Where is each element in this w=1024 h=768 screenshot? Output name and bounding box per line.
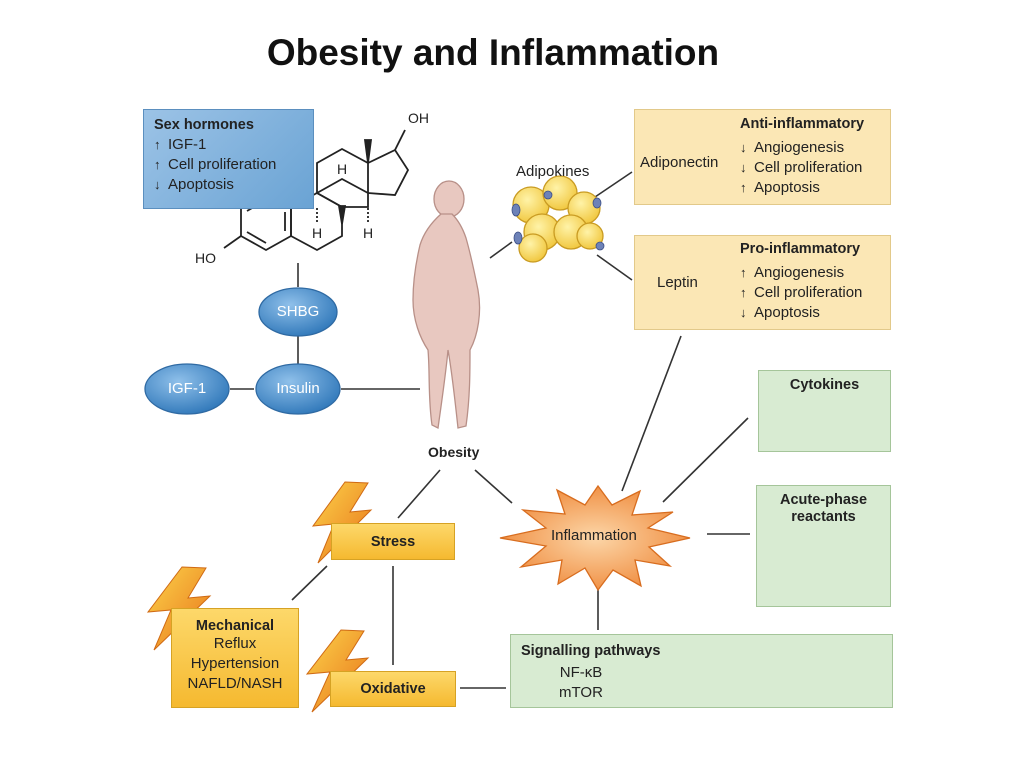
down-arrow-icon: ↓ (740, 140, 747, 155)
signalling-item: mTOR (559, 684, 603, 701)
pro-item-text: Cell proliferation (754, 284, 863, 301)
down-arrow-icon: ↓ (154, 177, 161, 192)
up-arrow-icon: ↑ (740, 285, 747, 300)
signalling-list: NF-κB mTOR (521, 663, 641, 703)
leptin-label: Leptin (657, 274, 698, 291)
mechanical-item: NAFLD/NASH (187, 675, 283, 692)
up-arrow-icon: ↑ (740, 265, 747, 280)
anti-item: ↓ Cell proliferation (740, 158, 862, 178)
stress-label: Stress (370, 533, 416, 550)
mechanical-header: Mechanical (195, 618, 275, 634)
adiponectin-label: Adiponectin (640, 154, 719, 171)
steroid-structure (223, 129, 410, 252)
steroid-ho-label: HO (195, 250, 216, 266)
pro-item: ↓ Apoptosis (740, 303, 862, 323)
pro-inflammatory-list: ↑ Angiogenesis ↑ Cell proliferation ↓ Apopt… (740, 263, 862, 323)
oval-insulin (255, 363, 341, 415)
adipokines-label: Adipokines (516, 163, 590, 180)
igf1-label: IGF-1 (167, 380, 207, 397)
sex-hormones-header: Sex hormones (154, 117, 254, 133)
line-stress-mechanical (291, 565, 328, 601)
anti-inflammatory-header: Anti-inflammatory (740, 116, 865, 132)
signalling-header: Signalling pathways (521, 643, 661, 659)
steroid-oh-label: OH (408, 110, 429, 126)
pro-item: ↑ Angiogenesis (740, 263, 862, 283)
adipocyte-nuclei (511, 190, 605, 251)
anti-inflammatory-box: Anti-inflammatory Adiponectin ↓ Angiogene… (634, 109, 891, 205)
stress-box: Stress (331, 523, 455, 560)
adipocyte-cluster (512, 175, 604, 263)
acute-phase-header-line2: reactants (791, 509, 856, 525)
signalling-pathways-box: Signalling pathways NF-κB mTOR (510, 634, 893, 708)
down-arrow-icon: ↓ (740, 305, 747, 320)
signalling-item: NF-κB (559, 664, 603, 681)
acute-phase-header: Acute-phase reactants (757, 492, 890, 526)
pro-inflammatory-header: Pro-inflammatory (740, 241, 861, 257)
sex-hormones-box: Sex hormones ↑IGF-1 ↑Cell proliferation … (143, 109, 314, 209)
anti-item-text: Cell proliferation (754, 159, 863, 176)
oxidative-label: Oxidative (360, 681, 426, 697)
anti-item: ↓ Angiogenesis (740, 138, 862, 158)
pro-inflammatory-box: Pro-inflammatory Leptin ↑ Angiogenesis ↑ C… (634, 235, 891, 330)
inflammation-label: Inflammation (551, 527, 637, 544)
oval-igf1 (144, 363, 230, 415)
steroid-h-label: H (337, 161, 348, 177)
obesity-label: Obesity (428, 444, 480, 460)
sex-hormones-item-text: IGF-1 (168, 136, 207, 153)
sex-hormones-item: ↓ Apoptosis (154, 175, 303, 195)
line-adipo-pro (596, 254, 633, 281)
insulin-label: Insulin (276, 380, 320, 397)
line-adipo-anti (594, 171, 633, 198)
anti-item-text: Apoptosis (754, 179, 820, 196)
anti-item: ↑ Apoptosis (740, 178, 862, 198)
steroid-h-label: H (363, 225, 374, 241)
oval-shbg (258, 287, 338, 337)
up-arrow-icon: ↑ (740, 180, 747, 195)
sex-hormones-item: ↑ Cell proliferation (154, 155, 303, 175)
line-obesity-inflammation (474, 469, 513, 504)
sex-hormones-item-text: Apoptosis (168, 176, 234, 193)
sex-hormones-item-text: Cell proliferation (168, 156, 277, 173)
cytokines-box: Cytokines (758, 370, 891, 452)
down-arrow-icon: ↓ (740, 160, 747, 175)
body-silhouette (412, 180, 481, 429)
acute-phase-box: Acute-phase reactants (756, 485, 891, 607)
pro-item-text: Angiogenesis (754, 264, 845, 281)
pro-item-text: Apoptosis (754, 304, 820, 321)
up-arrow-icon: ↑ (154, 137, 161, 152)
pro-item: ↑ Cell proliferation (740, 283, 862, 303)
mechanical-box: Mechanical Reflux Hypertension NAFLD/NAS… (171, 608, 299, 708)
line-cytokines-inflammation (662, 417, 749, 503)
steroid-h-label: H (312, 225, 323, 241)
page-title: Obesity and Inflammation (266, 32, 720, 73)
mechanical-item: Reflux (213, 635, 257, 652)
line-body-adipokines (489, 241, 513, 259)
cytokines-header: Cytokines (789, 377, 860, 393)
shbg-label: SHBG (276, 303, 320, 320)
oxidative-box: Oxidative (330, 671, 456, 707)
line-obesity-stress (397, 469, 441, 519)
line-pro-inflammation (621, 335, 682, 492)
anti-item-text: Angiogenesis (754, 139, 845, 156)
anti-inflammatory-list: ↓ Angiogenesis ↓ Cell proliferation ↑ Apopt… (740, 138, 862, 198)
acute-phase-header-line1: Acute-phase (779, 492, 868, 508)
inflammation-burst (499, 484, 691, 592)
mechanical-item: Hypertension (190, 655, 280, 672)
connector-lines (230, 171, 750, 689)
up-arrow-icon: ↑ (154, 157, 161, 172)
sex-hormones-item: ↑ IGF-1 (154, 135, 303, 155)
